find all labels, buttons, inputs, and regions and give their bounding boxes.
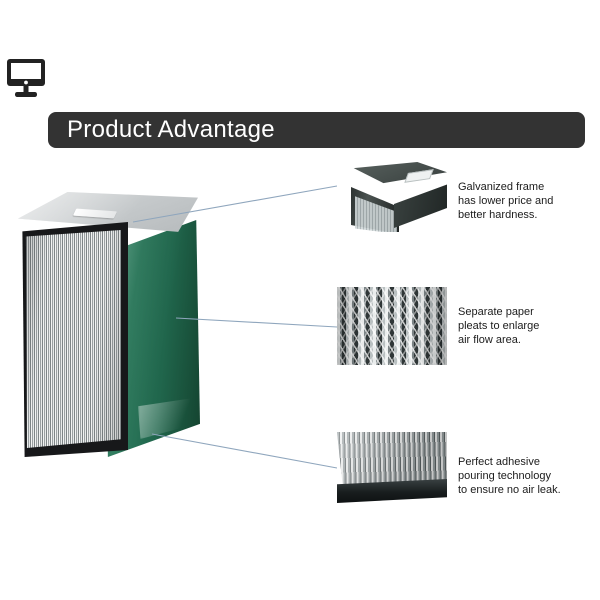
paper-pleats-closeup-photo bbox=[337, 287, 447, 365]
feature-caption-galvanized-frame: Galvanized frame has lower price and bet… bbox=[458, 180, 590, 223]
caption-line: pleats to enlarge bbox=[458, 320, 540, 333]
caption-line: to ensure no air leak. bbox=[458, 484, 561, 497]
caption-line: better hardness. bbox=[458, 209, 538, 222]
caption-line: Separate paper bbox=[458, 306, 534, 318]
monitor-icon bbox=[7, 59, 45, 97]
photo2-zigzag-separators bbox=[337, 287, 447, 365]
product-front-shading bbox=[25, 230, 121, 448]
caption-line: Perfect adhesive bbox=[458, 456, 540, 468]
connector-line-2 bbox=[175, 317, 338, 328]
header-banner bbox=[48, 112, 585, 148]
product-pleated-media bbox=[25, 230, 121, 448]
product-image-hepa-filter bbox=[18, 192, 200, 457]
feature-caption-separate-paper-pleats: Separate paper pleats to enlarge air flo… bbox=[458, 305, 590, 348]
photo2-edge-shading bbox=[337, 287, 447, 365]
header: Product Advantage bbox=[0, 50, 600, 148]
caption-line: pouring technology bbox=[458, 470, 551, 483]
page-title: Product Advantage bbox=[67, 116, 275, 143]
caption-line: Galvanized frame bbox=[458, 181, 545, 193]
feature-caption-adhesive-pouring: Perfect adhesive pouring technology to e… bbox=[458, 455, 590, 498]
photo3-adhesive-seal bbox=[337, 479, 447, 503]
caption-line: has lower price and bbox=[458, 195, 554, 208]
photo1-frame-right bbox=[394, 184, 447, 228]
caption-line: air flow area. bbox=[458, 334, 521, 347]
galvanized-frame-corner-photo bbox=[337, 160, 447, 232]
adhesive-pouring-corner-photo bbox=[337, 432, 447, 504]
